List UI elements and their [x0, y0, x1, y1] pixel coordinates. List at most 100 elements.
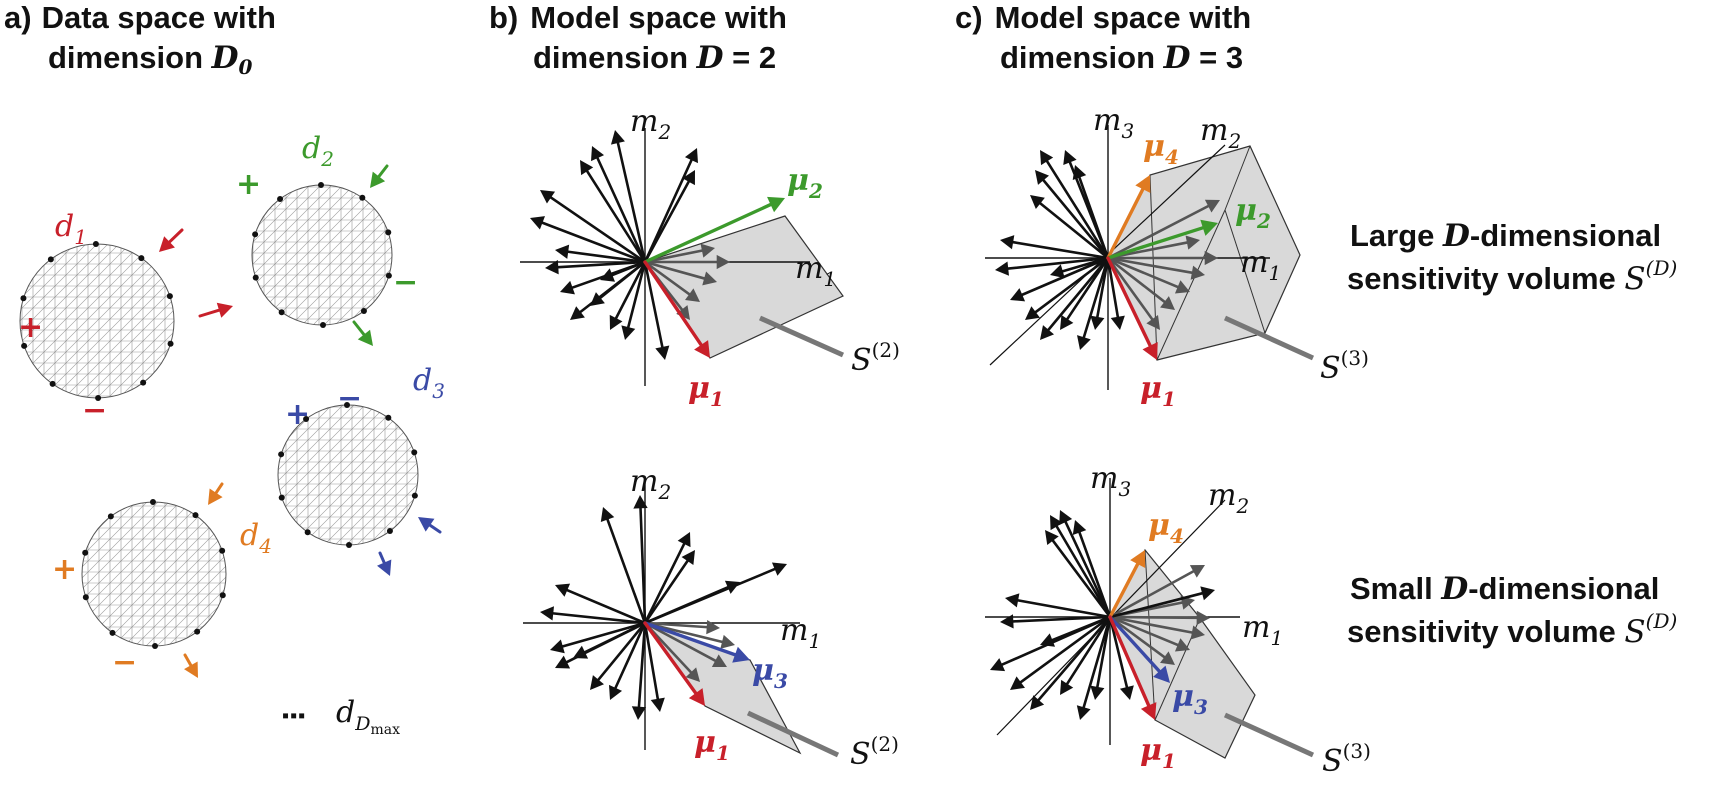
electrode-dot [138, 255, 145, 262]
axis-label-m2-base: m [630, 104, 658, 139]
sensitivity-vector-grey-2-head [1190, 265, 1205, 280]
sensitivity-vector-grey-2-head [702, 271, 717, 286]
vector-label-mu2-sub: 2 [1256, 209, 1271, 233]
sensitivity-vector-0-head [580, 160, 594, 176]
sensitivity-vector-5 [1000, 235, 1110, 260]
sensitivity-vector-14-shaft [1106, 256, 1120, 319]
vector-mu2-head [767, 196, 785, 213]
vector-label-mu1-sub: 1 [710, 387, 724, 411]
sensitivity-vector-6 [995, 256, 1110, 276]
vector-mu1-head [1140, 702, 1157, 720]
svg-text:dimension D = 2: dimension D = 2 [533, 40, 776, 76]
svg-text:dDmax: dDmax [336, 695, 400, 738]
sensitivity-vector-14-head [1110, 315, 1125, 330]
vector-label-mu1-sub: 1 [716, 741, 730, 765]
vector-mu1-head [1142, 342, 1158, 360]
electrode-dot [319, 321, 326, 328]
sensitivity-vector-grey-0-shaft [643, 249, 704, 264]
sensitivity-vector-12 [609, 260, 647, 330]
vector-label-mu1: μ1 [1140, 371, 1176, 411]
sensitivity-vector-7-shaft [561, 621, 647, 648]
sensitivity-vector-13-shaft [643, 559, 689, 625]
sensitivity-vector-6-shaft [643, 180, 690, 264]
sensitivity-vector-3-head [591, 146, 605, 162]
data-arrow-2-head [357, 329, 373, 346]
sensitivity-vector-grey-0-head [706, 619, 720, 635]
sensitivity-vector-0-head [1040, 150, 1054, 166]
sensitivity-vector-12-shaft [1051, 615, 1112, 642]
sensitivity-vector-11-shaft [599, 260, 647, 299]
electrode-dot [152, 642, 159, 649]
axis-label-m3: m3 [1093, 103, 1134, 143]
sensitivity-vector-8-head [545, 260, 559, 275]
sensitivity-vector-10 [1076, 615, 1112, 720]
vector-label-mu4-sub: 4 [1165, 145, 1179, 169]
sensitivity-vector-grey-4-head [676, 305, 690, 320]
axis-label-m1: m1 [1240, 245, 1281, 285]
sensitivity-vector-4 [610, 130, 647, 264]
axis-label-m3-sub: 3 [1121, 119, 1134, 143]
electrode-dot [385, 414, 392, 421]
sensitivity-vector-grey-4-head [1160, 651, 1175, 665]
electrode-dot [252, 274, 259, 281]
sensitivity-vector-4 [643, 580, 740, 625]
electrode-dot [411, 492, 418, 499]
sensitivity-vector-1 [540, 190, 647, 264]
electrode-dot [20, 295, 27, 302]
sensitivity-vector-5 [643, 148, 698, 264]
sensitivity-vector-1-shaft [549, 196, 647, 264]
sensitivity-vector-1-head [540, 190, 556, 204]
sensitivity-vector-10 [1060, 256, 1110, 330]
vector-mu2-head [1200, 219, 1218, 236]
axis-label-m2-base: m [1200, 113, 1228, 148]
sensitivity-vector-13 [621, 260, 647, 340]
sensitivity-vector-0 [1050, 515, 1112, 619]
sensitivity-vector-1 [1035, 170, 1110, 260]
domain-label-sub: 3 [432, 379, 445, 403]
data-domain-1: d1+− [18, 209, 233, 428]
vector-label-mu3-sub: 3 [774, 669, 788, 693]
volume-label-s2-sup: (2) [872, 338, 900, 362]
sensitivity-vector-13-shaft [1108, 615, 1129, 689]
axis-label-m1: m1 [795, 251, 836, 291]
data-arrow-2 [377, 551, 392, 576]
vector-mu2 [643, 196, 785, 264]
sensitivity-vector-0 [580, 160, 647, 264]
data-arrow-2 [198, 302, 233, 318]
axis-label-m2: m2 [1208, 478, 1249, 518]
sensitivity-vector-3-head [771, 562, 787, 576]
domain-label: d3 [413, 363, 445, 403]
data-arrow-1-head [208, 488, 223, 505]
axis-label-m1-sub: 1 [1268, 261, 1281, 285]
vector-mu3 [643, 621, 750, 663]
sensitivity-vector-2-head [1030, 195, 1045, 209]
sensitivity-vector-grey-1-head [720, 634, 735, 649]
sensitivity-vector-14-shaft [614, 621, 647, 690]
plus-sign: + [52, 552, 77, 587]
vector-label-mu4: μ4 [1143, 129, 1179, 169]
vector-mu3-head [732, 646, 750, 663]
sensitivity-vector-grey-3 [643, 260, 700, 302]
vector-label-mu2: μ2 [787, 163, 823, 203]
domain-label-sub: 1 [74, 225, 87, 249]
sensitivity-vector-2-shaft [1039, 202, 1110, 260]
sensitivity-vector-10 [643, 621, 665, 712]
sensitivity-vector-1-shaft [1051, 539, 1112, 619]
svg-text:Small D-dimensional: Small D-dimensional [1350, 571, 1659, 607]
electrode-dot [140, 379, 147, 386]
volume-label-s2-base: S [850, 737, 871, 772]
sensitivity-vector-7 [1010, 615, 1112, 690]
sensitivity-vector-4-head [610, 130, 625, 145]
electrode-dot [82, 594, 89, 601]
volume-label-s3: S(3) [1320, 346, 1369, 386]
sensitivity-vector-4-head [1072, 165, 1087, 180]
electrode-dot [278, 309, 285, 316]
sensitivity-vector-grey-4-shaft [1106, 256, 1166, 304]
vector-mu4-shaft [1106, 187, 1145, 260]
sensitivity-vector-6-shaft [1006, 256, 1110, 270]
sensitivity-vector-11-shaft [1082, 256, 1110, 339]
axis-label-m1: m1 [1242, 610, 1283, 650]
data-arrow-2-head [216, 302, 233, 318]
data-domain-2: d2+− [236, 131, 418, 346]
